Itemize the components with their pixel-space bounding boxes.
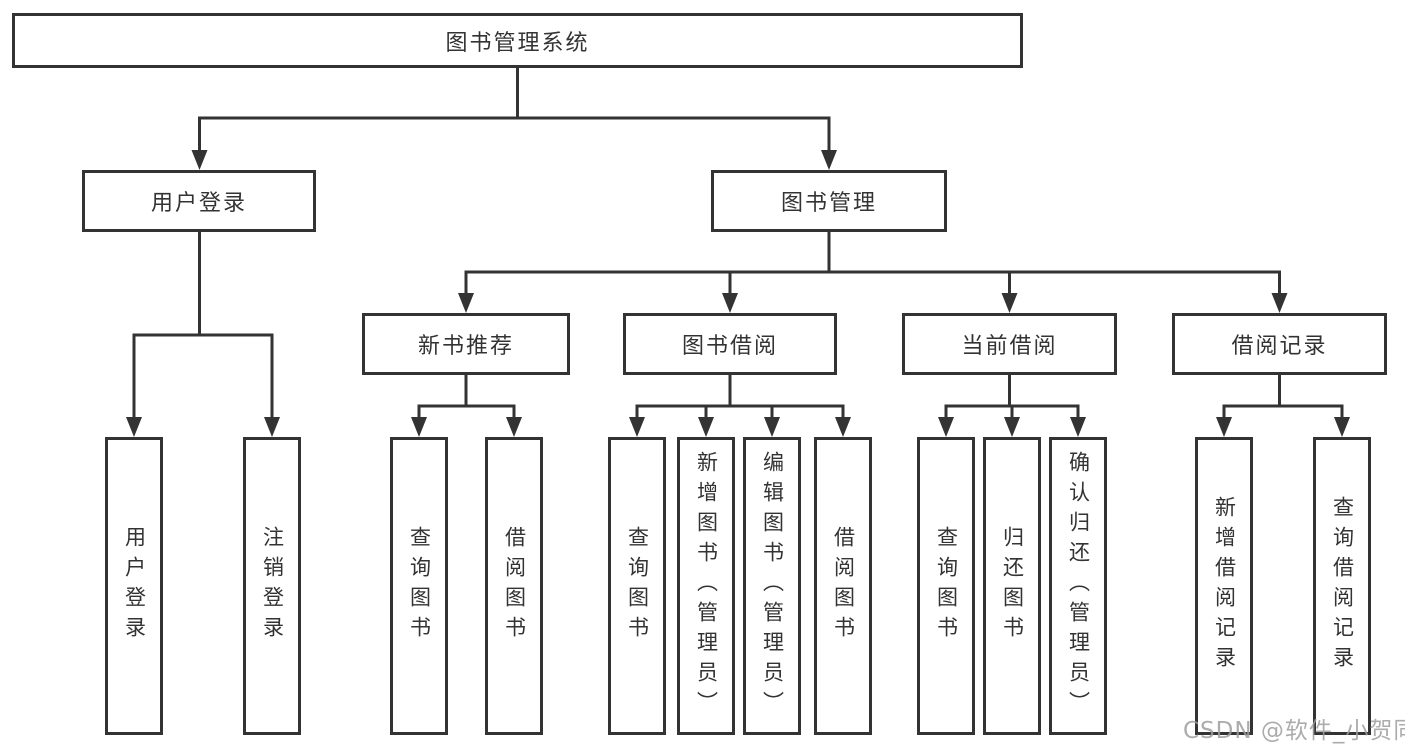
connector-borrow-records-to-leaves bbox=[1216, 375, 1350, 437]
leaf-logout: 注销登录 bbox=[243, 437, 301, 735]
connector-book-borrow-to-leaves bbox=[629, 375, 851, 437]
leaf-return-book: 归还图书 bbox=[983, 437, 1041, 735]
node-book-borrow: 图书借阅 bbox=[623, 313, 837, 375]
leaf-query-borrow-record: 查询借阅记录 bbox=[1313, 437, 1371, 735]
leaf-add-book-admin: 新增图书（管理员） bbox=[677, 437, 735, 735]
csdn-watermark: CSDN @软件_小贺同学 bbox=[1183, 718, 1405, 744]
leaf-borrow-books-rec: 借阅图书 bbox=[485, 437, 543, 735]
node-borrow-records: 借阅记录 bbox=[1172, 313, 1387, 375]
leaf-borrow-books-borrow: 借阅图书 bbox=[814, 437, 872, 735]
node-user-login: 用户登录 bbox=[82, 170, 316, 232]
leaf-add-borrow-record: 新增借阅记录 bbox=[1195, 437, 1253, 735]
leaf-confirm-return-admin: 确认归还（管理员） bbox=[1049, 437, 1107, 735]
leaf-query-books-current: 查询图书 bbox=[917, 437, 975, 735]
node-new-book-rec: 新书推荐 bbox=[362, 313, 570, 375]
connector-book-mgmt-to-groups bbox=[458, 232, 1288, 313]
connector-current-borrow-to-leaves bbox=[938, 375, 1086, 437]
connector-new-book-rec-to-leaves bbox=[411, 375, 522, 437]
connector-user-login-to-leaves bbox=[126, 232, 280, 437]
leaf-query-books-borrow: 查询图书 bbox=[608, 437, 666, 735]
node-root: 图书管理系统 bbox=[12, 13, 1023, 68]
leaf-query-books-rec: 查询图书 bbox=[390, 437, 448, 735]
leaf-edit-book-admin: 编辑图书（管理员） bbox=[743, 437, 801, 735]
connector-root-to-branches bbox=[191, 68, 837, 170]
leaf-user-login: 用户登录 bbox=[105, 437, 163, 735]
node-book-mgmt: 图书管理 bbox=[711, 170, 947, 232]
node-current-borrow: 当前借阅 bbox=[902, 313, 1117, 375]
